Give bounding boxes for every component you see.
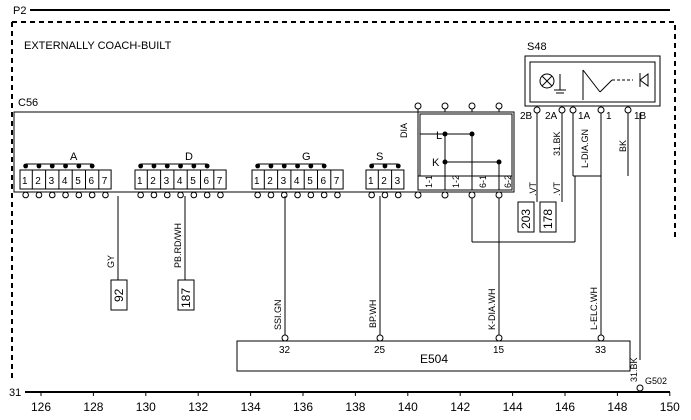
c56-dia-block: DIA L K 1-1 1-2 6-1 6-2 [399, 102, 513, 199]
wire-k-dia-wh: K-DIA.WH [487, 289, 497, 331]
dia-title: DIA [399, 123, 409, 138]
c56-group-label-s: S [376, 151, 383, 163]
c56-group-a-frame [19, 169, 112, 190]
wire-bp-wh: BP.WH [368, 300, 378, 328]
c56-pin-d-4: 4 [177, 176, 183, 187]
ruler-value-130: 130 [136, 400, 156, 414]
c56-pin-a-5: 5 [75, 176, 81, 187]
ruler-value-140: 140 [398, 400, 418, 414]
c56-label: C56 [18, 97, 38, 109]
ruler-value-142: 142 [450, 400, 470, 414]
dia-pin-6-1: 6-1 [478, 175, 488, 188]
e504-label: E504 [420, 352, 448, 366]
ruler-value-138: 138 [345, 400, 365, 414]
ruler-value-144: 144 [503, 400, 523, 414]
wire-bk: BK [618, 140, 628, 152]
ruler-value-148: 148 [607, 400, 627, 414]
ref-203-box [517, 201, 535, 233]
c56-pin-g-3: 3 [281, 176, 287, 187]
ref-187: 187 [179, 288, 193, 308]
c56-pin-g-1: 1 [254, 176, 260, 187]
c56-pin-a-4: 4 [62, 176, 68, 187]
c56-pin-g-7: 7 [334, 176, 340, 187]
e504-pin-15: 15 [493, 345, 505, 356]
c56-pin-d-5: 5 [190, 176, 196, 187]
ground-terminal [636, 384, 644, 392]
e504-pin-25: 25 [374, 345, 386, 356]
ref-178: 178 [541, 209, 555, 229]
c56-pin-s-3: 3 [395, 176, 401, 187]
c56-pin-s-2: 2 [381, 176, 387, 187]
c56-group-g-frame [251, 169, 344, 190]
s48-pin-2a: 2A [545, 111, 558, 122]
wire-l-elc-wh: L-ELC.WH [589, 287, 599, 330]
wire-vt-a: .VT [528, 181, 538, 196]
c56-pin-g-5: 5 [307, 176, 313, 187]
p2-label: P2 [13, 5, 26, 17]
c56-pin-d-1: 1 [137, 176, 143, 187]
ref-178-box [539, 201, 557, 233]
ruler-value-146: 146 [555, 400, 575, 414]
dia-k-label: K [432, 157, 440, 169]
wire-vt-b: .VT [552, 181, 562, 196]
s48-pin-1: 1 [606, 111, 612, 122]
bus-label: 31 [9, 387, 21, 399]
s48-pin-1a: 1A [578, 111, 591, 122]
coach-built-zone-border [11, 21, 676, 378]
c56-pin-d-6: 6 [204, 176, 210, 187]
wire-l-dia-gn: L-DIA.GN [580, 129, 590, 168]
dia-pin-1-2: 1-2 [451, 175, 461, 188]
c56-pin-s-1: 1 [368, 176, 374, 187]
dia-pin-6-2: 6-2 [503, 175, 513, 188]
ref-203: 203 [519, 209, 533, 229]
e504-module: 32 25 15 33 E504 [236, 334, 631, 372]
c56-group-label-g: G [302, 151, 311, 163]
c56-pin-a-7: 7 [102, 176, 108, 187]
ref-92: 92 [112, 288, 126, 302]
e504-pin-32: 32 [279, 345, 291, 356]
c56-group-label-a: A [70, 151, 78, 163]
wire-31-bk: 31.BK [552, 131, 562, 156]
wire-gy: GY [106, 255, 116, 268]
wire-pb-rd-wh: PB.RD/WH [173, 223, 183, 268]
c56-group-label-d: D [185, 151, 193, 163]
switch-contact-icon [582, 69, 601, 93]
c56-pin-g-4: 4 [294, 176, 300, 187]
zone-label: EXTERNALLY COACH-BUILT [24, 40, 172, 52]
e504-pin-33: 33 [595, 345, 607, 356]
dia-pin-1-1: 1-1 [424, 175, 434, 188]
ruler-value-150: 150 [660, 400, 680, 414]
wire-ssi-gn: SSI.GN [273, 299, 283, 330]
ruler-value-136: 136 [293, 400, 313, 414]
s48-label: S48 [527, 41, 547, 53]
c56-pin-d-2: 2 [150, 176, 156, 187]
ref-92-box [110, 279, 128, 311]
pushbutton-icon [639, 73, 649, 87]
c56-pin-d-3: 3 [164, 176, 170, 187]
c56-pin-a-6: 6 [89, 176, 95, 187]
ruler-value-128: 128 [83, 400, 103, 414]
wire-31-bk-ground: 31.BK [629, 357, 639, 382]
ruler-value-132: 132 [188, 400, 208, 414]
c56-pin-a-1: 1 [22, 176, 28, 187]
ref-187-box [177, 279, 195, 311]
c56-pin-g-2: 2 [267, 176, 273, 187]
ruler-value-126: 126 [31, 400, 51, 414]
ruler-value-134: 134 [241, 400, 261, 414]
c56-pin-a-2: 2 [35, 176, 41, 187]
c56-pin-g-6: 6 [321, 176, 327, 187]
c56-pin-a-3: 3 [49, 176, 55, 187]
s48-pin-2b: 2B [520, 111, 533, 122]
c56-group-d-frame [134, 169, 227, 190]
ground-label: G502 [645, 376, 667, 386]
s48-switch: S48 2B 2A 1A 1 1B [520, 41, 661, 122]
c56-group-s-frame [365, 169, 405, 190]
c56-pin-d-7: 7 [217, 176, 223, 187]
dia-l-label: L [436, 130, 442, 142]
ruler: 126 128 130 132 134 136 138 140 142 144 146 148 150 [31, 392, 680, 414]
